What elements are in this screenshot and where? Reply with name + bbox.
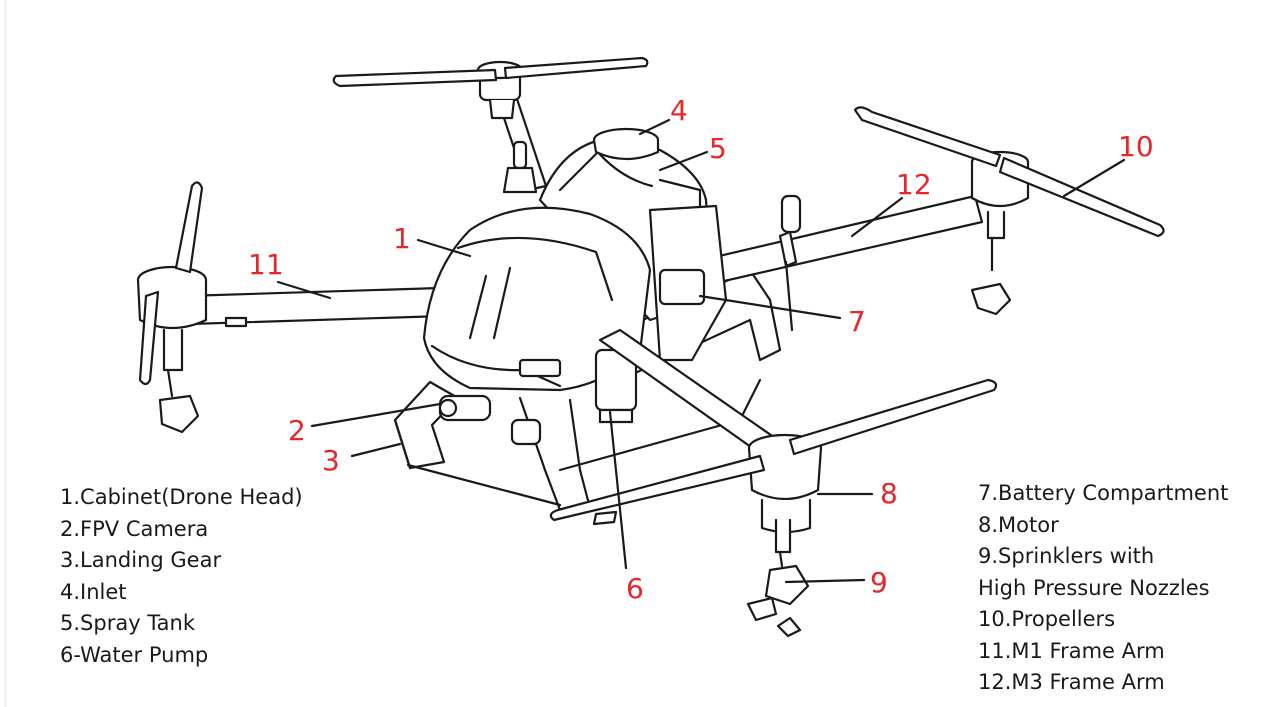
right-rear-nozzle-post: [780, 194, 802, 332]
leader-line-3: [350, 442, 402, 458]
leader-line-10: [1062, 158, 1126, 198]
legend-item-battery-compartment: 7.Battery Compartment: [978, 481, 1229, 505]
leader-line-1: [416, 238, 472, 258]
front-right-propeller: [549, 378, 998, 526]
inlet: [592, 127, 660, 161]
front-right-motor: [747, 433, 823, 534]
legend-right: 7.Battery Compartment 8.Motor 9.Sprinkle…: [978, 478, 1228, 699]
callout-6: 6: [626, 572, 644, 605]
legend-item-water-pump: 6-Water Pump: [60, 642, 209, 667]
legend-item-m1-frame-arm: 11.M1 Frame Arm: [978, 638, 1165, 663]
rear-left-propeller: [332, 56, 649, 88]
legend-item-propellers: 10.Propellers: [978, 607, 1116, 631]
leader-line-4: [638, 118, 671, 136]
page-left-border: [4, 0, 7, 707]
legend-item-fpv-camera: 2.FPV Camera: [60, 516, 209, 541]
callout-3: 3: [322, 444, 340, 477]
leader-line-12: [850, 196, 904, 238]
callout-10: 10: [1118, 130, 1154, 163]
callout-4: 4: [670, 94, 688, 127]
leader-line-2: [310, 402, 442, 428]
legend-item-sprinklers: 9.Sprinklers with: [978, 544, 1155, 568]
fpv-camera: [438, 394, 542, 446]
callout-12: 12: [896, 168, 932, 201]
leader-line-5: [658, 150, 709, 172]
legend-item-inlet: 4.Inlet: [60, 579, 127, 604]
leader-line-7: [698, 294, 842, 320]
legend-item-landing-gear: 3.Landing Gear: [60, 548, 222, 572]
leader-line-6: [608, 410, 628, 570]
legend-item-sprinklers-cont: High Pressure Nozzles: [978, 575, 1210, 600]
callout-7: 7: [848, 305, 866, 338]
callout-11: 11: [248, 248, 284, 281]
legend-item-spray-tank: 5.Spray Tank: [60, 611, 195, 635]
left-propeller: [138, 181, 204, 386]
legend-item-cabinet: 1.Cabinet(Drone Head): [60, 485, 303, 509]
right-propeller: [853, 106, 1165, 238]
battery-compartment: [648, 204, 728, 362]
legend-item-m3-frame-arm: 12.M3 Frame Arm: [978, 670, 1165, 694]
leader-line-11: [276, 280, 332, 300]
callout-1: 1: [393, 222, 411, 255]
legend-left: 1.Cabinet(Drone Head) 2.FPV Camera 3.Lan…: [60, 482, 303, 671]
callout-9: 9: [870, 566, 888, 599]
callout-2: 2: [288, 414, 306, 447]
leader-line-9: [784, 578, 866, 584]
callout-5: 5: [709, 132, 727, 165]
sprinkler-high-pressure-nozzles: [746, 518, 810, 638]
legend-item-motor: 8.Motor: [978, 512, 1059, 537]
callout-8: 8: [880, 477, 898, 510]
